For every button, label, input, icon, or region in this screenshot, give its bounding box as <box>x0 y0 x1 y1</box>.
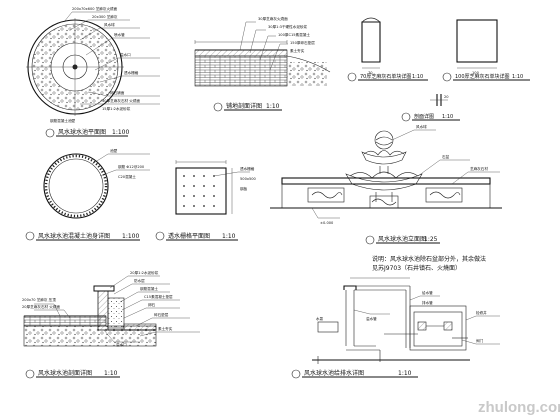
elev-note-1: 风水球 <box>416 124 427 129</box>
wall-note-1: 池壁 <box>110 148 118 153</box>
drain-note-1: 水泵 <box>316 316 324 321</box>
pool-note-6: C15素混凝土垫层 <box>144 294 173 299</box>
plan-note-5: 溢水口 <box>120 52 131 57</box>
pool-note-3: 20厚1:2水泥砂浆 <box>130 270 159 275</box>
plan-note-2: 20x300 芝麻灰 <box>92 14 118 19</box>
stone100-detail: 100 100厚芝麻灰石单块详图 1:10 <box>442 19 530 82</box>
fountain-plan-view: 200x70x600 芝麻灰火燒面 20x300 芝麻灰 风水球 喷水管 溢水口… <box>26 6 160 138</box>
pave-note-2: 30厚1:3干硬性水泥砂浆 <box>268 24 308 29</box>
drain-note-3: 排水管 <box>422 300 433 305</box>
stone70-dim: 70 <box>368 71 373 75</box>
design-memo: 说明：风水球水池除石盆部分外，其余做法 见苏J9703（石井镇石、火燒面） <box>372 255 486 272</box>
pool-note-1: 200x70 芝麻灰 压顶 <box>22 297 56 302</box>
stone100-scale: 1:10 <box>512 74 523 80</box>
grille-dots <box>183 175 215 207</box>
concrete-wall-view: 池壁 钢筋 Φ12@200 C20混凝土 风水球水池混凝土池身详图 1:100 <box>25 148 150 241</box>
concrete-wall-title: 风水球水池混凝土池身详图 <box>38 232 110 240</box>
plan-note-4: 喷水管 <box>114 32 125 37</box>
small-section-dim: 20 <box>444 95 449 99</box>
pave-note-5: 素土夯实 <box>290 48 305 53</box>
grille-note-3: 钢板 <box>240 186 248 191</box>
plan-note-7: 卵石铺面 <box>110 90 125 95</box>
drain-note-6: 阀门 <box>476 338 484 343</box>
pool-section-view: 200x70 芝麻灰 压顶 20厚芝麻灰石材 火燒面 20厚1:2水泥砂浆 防水… <box>22 270 200 379</box>
pool-section-title: 风水球水池剖面详图 <box>38 369 92 377</box>
elev-note-2: 石盆 <box>442 154 450 159</box>
plan-note-10: 钢筋混凝土池壁 <box>50 118 76 123</box>
plan-note-6: 透水栅格 <box>124 70 139 75</box>
stone100-title: 100厚芝麻灰石单块详图 <box>455 73 510 80</box>
pave-note-3: 100厚C15素混凝土 <box>278 32 310 37</box>
fountain-elevation: 风水球 石盆 芝麻灰石材 ±0.000 风水球水池立面图 1:25 <box>270 124 502 245</box>
pool-note-2: 20厚芝麻灰石材 火燒面 <box>22 304 60 309</box>
grille-note-1: 透水栅格 <box>240 166 255 171</box>
concrete-wall-scale: 1:100 <box>122 233 139 240</box>
elevation-scale: 1:25 <box>424 236 438 243</box>
drain-note-2: 给水管 <box>422 290 433 295</box>
grille-plan-scale: 1:10 <box>222 233 236 240</box>
memo-line-1: 说明：风水球水池除石盆部分外，其余做法 <box>372 255 486 263</box>
pool-note-9: 素土夯实 <box>158 326 173 331</box>
drain-note-4: 溢水管 <box>366 316 377 321</box>
stone70-title: 70厚芝麻灰石单块详图 <box>360 73 411 80</box>
pool-note-8: 碎石垫层 <box>154 312 169 317</box>
pool-section-scale: 1:10 <box>104 370 118 377</box>
pool-note-7: 卵石 <box>148 302 156 307</box>
plan-note-8: 30厚芝麻灰石材 火燒面 <box>102 98 140 103</box>
elev-note-4: ±0.000 <box>320 221 334 225</box>
drainage-scale: 1:10 <box>398 370 412 377</box>
grille-plan-title: 透水栅格平面图 <box>168 232 210 240</box>
watermark-text: zhulong.com <box>478 399 560 416</box>
plan-note-9: 15厚1:2水泥砂浆 <box>102 106 131 111</box>
paving-section-title: 铺地剖面详图 <box>226 102 262 110</box>
stone70-detail: 70 70厚芝麻灰石单块详图 1:10 <box>347 17 428 82</box>
paving-section-scale: 1:10 <box>266 103 280 110</box>
wall-note-3: C20混凝土 <box>118 174 136 179</box>
stone70-scale: 1:10 <box>412 74 423 80</box>
pool-note-4: 防水层 <box>134 278 145 283</box>
plan-note-1: 200x70x600 芝麻灰火燒面 <box>72 6 118 11</box>
grille-plan-view: 透水栅格 500x500 钢板 透水栅格平面图 1:10 <box>155 160 257 241</box>
plan-note-3: 风水球 <box>104 22 115 27</box>
small-section-scale: 1:10 <box>442 114 453 120</box>
pave-note-1: 30厚芝麻灰火燒面 <box>258 16 288 21</box>
fountain-plan-scale: 1:100 <box>112 129 129 136</box>
pool-note-5: 钢筋混凝土 <box>140 286 158 291</box>
elevation-title: 风水球水池立面图 <box>378 235 426 243</box>
stone100-dim: 100 <box>472 71 480 75</box>
drainage-title: 风水球水池给排水详图 <box>304 369 364 377</box>
drain-note-5: 检修井 <box>476 310 487 315</box>
pool-note-10: 溢水口 <box>116 342 127 347</box>
small-section-title: 剖面详图 <box>414 113 434 120</box>
paving-section-view: 30厚芝麻灰火燒面 30厚1:3干硬性水泥砂浆 100厚C15素混凝土 150厚… <box>194 16 331 112</box>
elev-note-3: 芝麻灰石材 <box>470 166 488 171</box>
pave-note-4: 150厚碎石垫层 <box>290 40 315 45</box>
fountain-plan-title: 风水球水池平面图 <box>58 128 106 136</box>
memo-line-2: 见苏J9703（石井镇石、火燒面） <box>372 264 461 272</box>
drainage-detail-view: 水泵 给水管 排水管 溢水管 检修井 阀门 风水球水池给排水详图 1:10 <box>291 277 500 379</box>
small-section-detail: 20 剖面详图 1:10 <box>401 94 460 122</box>
grille-note-2: 500x500 <box>240 177 257 181</box>
wall-note-2: 钢筋 Φ12@200 <box>118 164 145 169</box>
